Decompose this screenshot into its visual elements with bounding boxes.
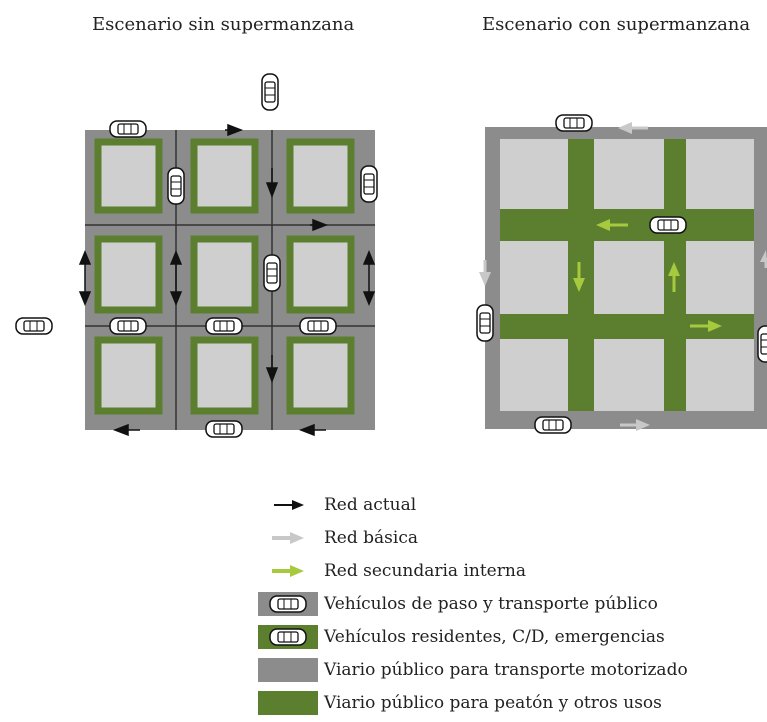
legend-label: Red secundaria interna xyxy=(324,561,526,581)
gray-fill-swatch xyxy=(258,658,318,682)
legend-label: Red actual xyxy=(324,495,417,515)
current-network-arrows xyxy=(78,123,376,437)
car-gray-icon xyxy=(258,592,318,616)
green-fill-swatch xyxy=(258,691,318,715)
city-blocks xyxy=(94,138,355,415)
title-with-superblock: Escenario con supermanzana xyxy=(482,14,751,35)
car-green-icon xyxy=(258,625,318,649)
title-without-superblock: Escenario sin supermanzana xyxy=(92,14,355,35)
legend-label: Red básica xyxy=(324,528,418,548)
scenario-with-superblock xyxy=(477,114,767,434)
scenario-without-superblock xyxy=(15,74,377,438)
legend-label: Viario público para peatón y otros usos xyxy=(324,693,662,713)
legend-label: Viario público para transporte motorizad… xyxy=(324,660,688,680)
gray-arrow-icon xyxy=(272,532,304,544)
black-arrow-icon xyxy=(274,500,304,510)
basic-network-arrows xyxy=(479,122,767,431)
lime-arrow-icon xyxy=(272,565,304,577)
internal-network-arrows xyxy=(573,219,722,332)
legend-label: Vehículos residentes, C/D, emergencias xyxy=(324,627,665,647)
legend-label: Vehículos de paso y transporte público xyxy=(324,594,658,614)
